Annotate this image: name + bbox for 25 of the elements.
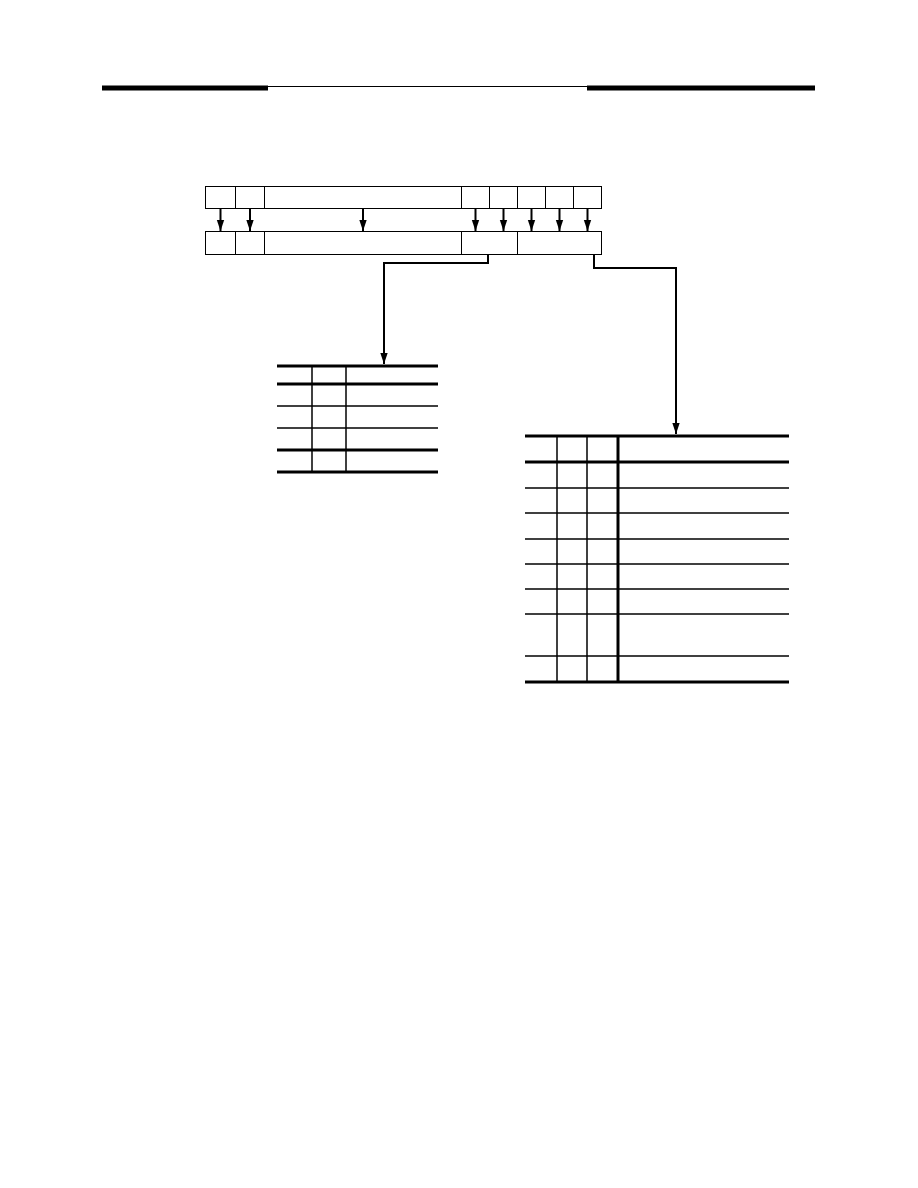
arrow (471, 208, 480, 232)
register-field (517, 186, 546, 209)
empty-table (525, 434, 789, 684)
register-field (235, 186, 265, 209)
register-field (573, 186, 602, 209)
arrow (246, 208, 254, 232)
register-field (205, 186, 236, 209)
register-field (264, 186, 462, 209)
arrow (359, 208, 367, 232)
arrow (216, 208, 225, 232)
arrow (593, 254, 680, 435)
register-field (461, 186, 490, 209)
register-field (545, 186, 574, 209)
empty-table (277, 364, 438, 474)
register-field (264, 231, 462, 255)
register-field (235, 231, 265, 255)
arrow (527, 208, 536, 232)
register-field (205, 231, 236, 255)
arrow (555, 208, 564, 232)
arrow (499, 208, 508, 232)
arrow (380, 254, 489, 365)
register-field (489, 186, 518, 209)
register-field (517, 231, 602, 255)
arrow (583, 208, 592, 232)
register-field (461, 231, 518, 255)
